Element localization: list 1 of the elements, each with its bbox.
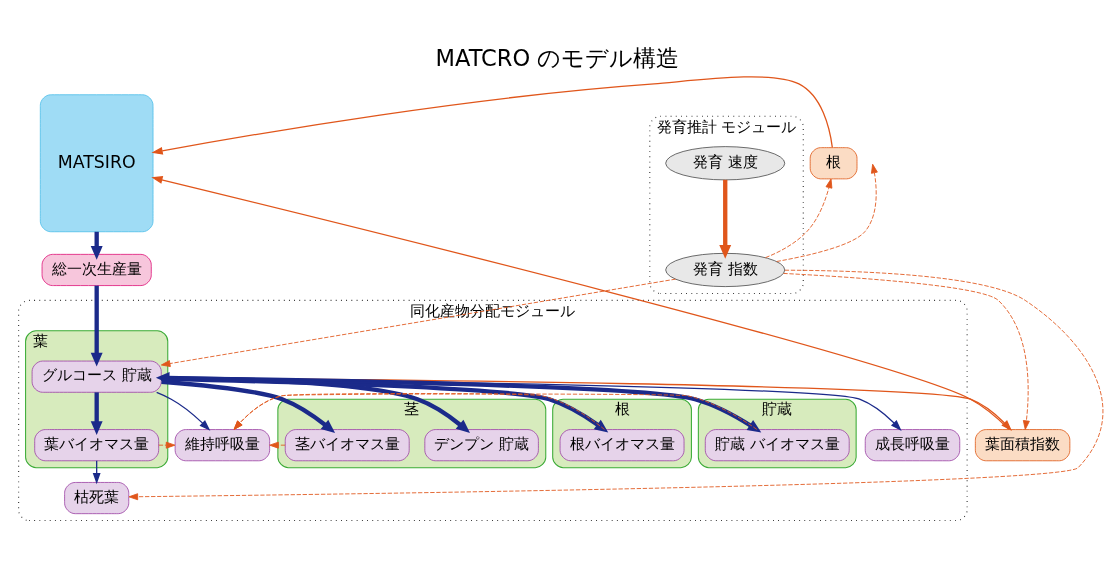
diagram-title: MATCRO のモデル構造 bbox=[435, 44, 680, 71]
